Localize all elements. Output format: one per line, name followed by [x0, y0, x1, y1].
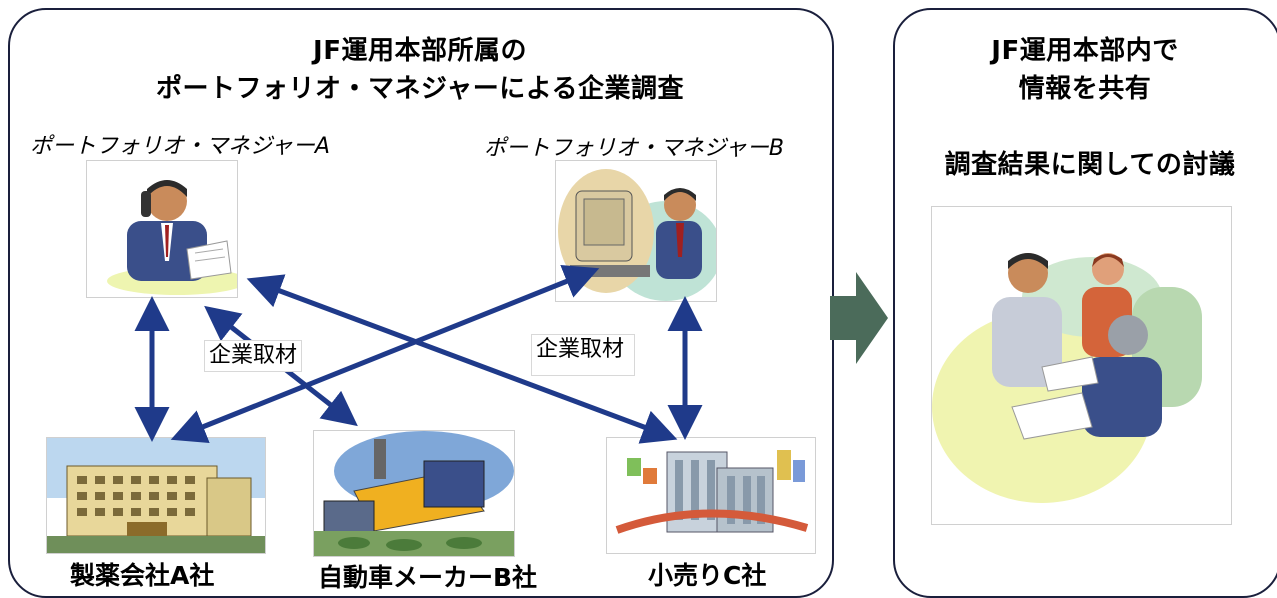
company-a-caption: 製薬会社A社 — [70, 561, 215, 590]
right-panel-title: JF運用本部内で 情報を共有 — [930, 32, 1240, 108]
left-title-line2: ポートフォリオ・マネジャーによる企業調査 — [156, 74, 684, 104]
interview-label-1: 企業取材 — [204, 340, 303, 372]
auto-factory-illustration — [313, 430, 515, 557]
interview-label-2: 企業取材 — [531, 334, 636, 376]
meeting-illustration — [931, 206, 1232, 525]
retail-building-illustration — [606, 437, 816, 554]
arrow-manager-b-to-pharma — [170, 265, 600, 443]
left-title-line1: JF運用本部所属の — [313, 36, 527, 66]
right-title-line1: JF運用本部内で — [991, 36, 1179, 66]
flow-arrow — [830, 272, 888, 364]
company-b-caption: 自動車メーカーB社 — [318, 563, 538, 592]
company-c-caption: 小売りC社 — [648, 561, 767, 590]
pharma-building-illustration — [46, 437, 266, 554]
left-panel-title: JF運用本部所属の ポートフォリオ・マネジャーによる企業調査 — [120, 32, 720, 108]
discussion-subtitle: 調査結果に関しての討議 — [944, 150, 1236, 180]
manager-a-label: ポートフォリオ・マネジャーA — [30, 134, 330, 159]
right-title-line2: 情報を共有 — [1018, 74, 1152, 104]
manager-b-label: ポートフォリオ・マネジャーB — [484, 136, 784, 161]
